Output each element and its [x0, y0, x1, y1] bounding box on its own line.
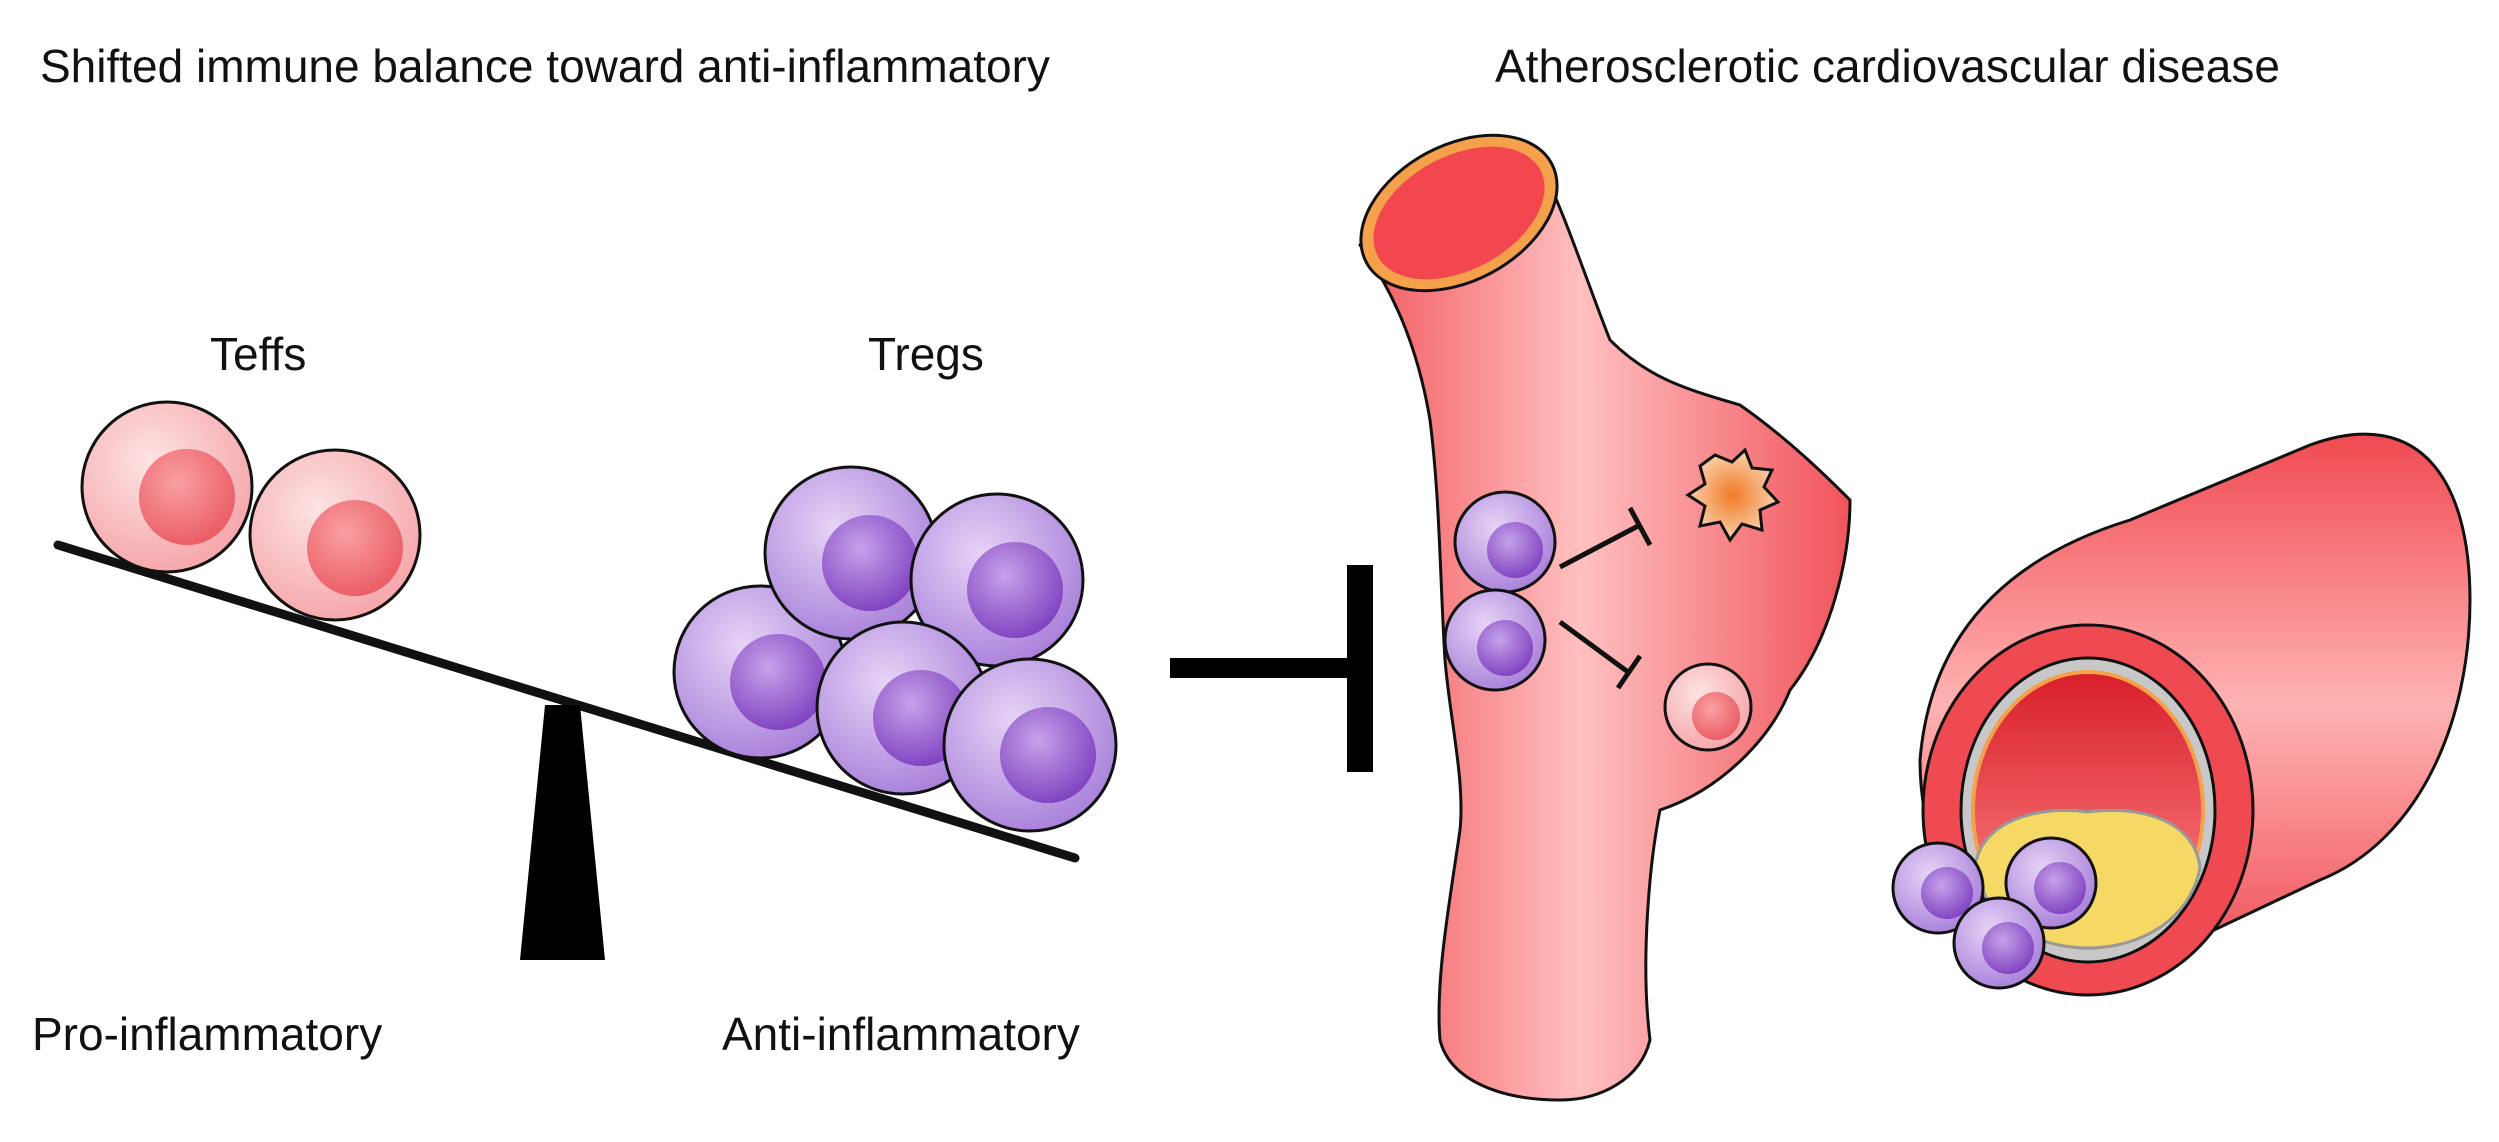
artery-lumen-opening: [1373, 146, 1545, 280]
fulcrum-icon: [520, 705, 605, 960]
artery-vessel: [1358, 133, 1852, 1102]
treg-cell: [1891, 841, 1985, 935]
anti-inflammatory-label: Anti-inflammatory: [722, 1008, 1080, 1060]
teff-cell: [248, 448, 422, 622]
treg-cell: [763, 465, 939, 641]
right-title: Atherosclerotic cardiovascular disease: [1495, 40, 2280, 92]
inhibition-arrow-lower: [1558, 619, 1643, 690]
treg-cell: [909, 492, 1085, 668]
treg-cell: [1453, 490, 1557, 594]
treg-cell: [1952, 896, 2046, 990]
teff-cell: [80, 400, 254, 574]
balance-scale: [53, 540, 1080, 960]
pro-inflammatory-label: Pro-inflammatory: [32, 1008, 382, 1060]
macrophage-icon: [1685, 447, 1781, 543]
artery-body: [1358, 163, 1852, 1102]
teff-cells: [80, 400, 422, 622]
treg-cell: [672, 584, 848, 760]
inhibition-bar-icon: [1170, 565, 1373, 772]
treg-cell: [1443, 588, 1547, 692]
balance-beam: [53, 540, 1080, 863]
treg-cells: [672, 465, 1118, 833]
tregs-label: Tregs: [868, 328, 984, 380]
treg-cell: [2004, 836, 2098, 930]
plaque-treg-cells: [1891, 836, 2098, 990]
treg-cell: [942, 657, 1118, 833]
artery-treg-cells: [1443, 490, 1557, 692]
artery-teff-cell: [1663, 662, 1753, 752]
inhibition-arrow-upper: [1558, 506, 1653, 570]
teffs-label: Teffs: [210, 328, 306, 380]
left-title: Shifted immune balance toward anti-infla…: [40, 40, 1050, 92]
